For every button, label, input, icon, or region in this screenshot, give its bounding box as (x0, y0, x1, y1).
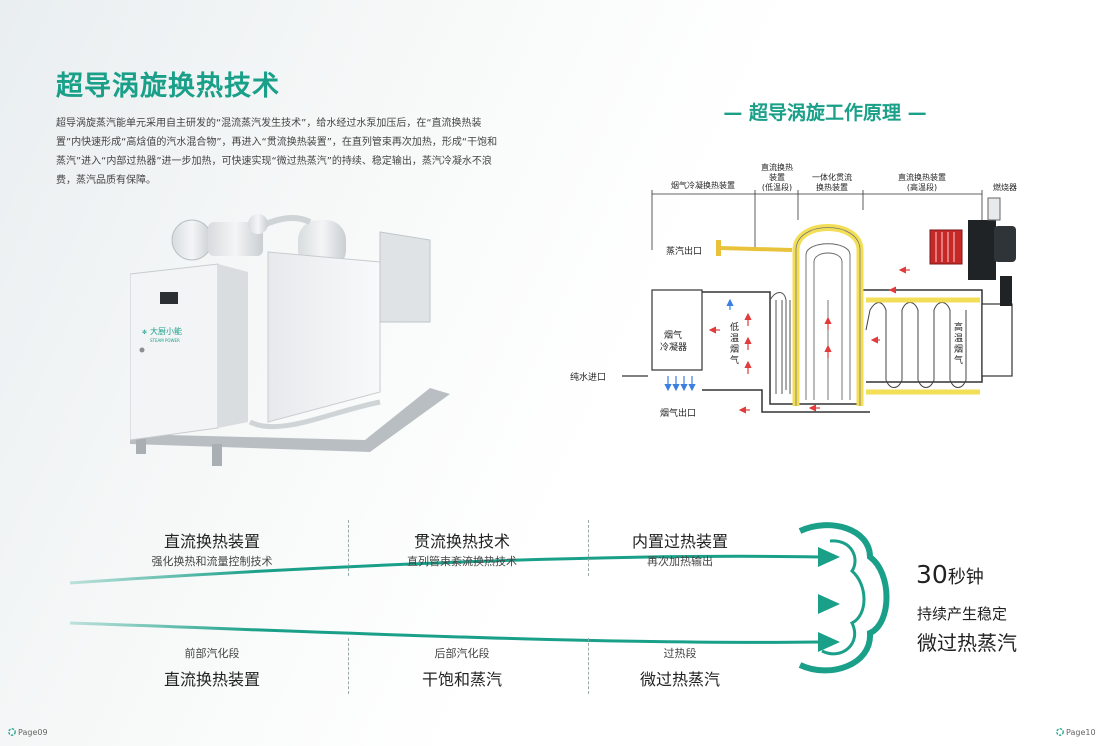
label-high-temp-2: (高温段) (907, 182, 937, 192)
process-flow-arrows (69, 522, 890, 674)
divider (588, 638, 589, 694)
label-burner: 燃烧器 (993, 182, 1017, 192)
stage-top-sub-3: 再次加热输出 (647, 555, 713, 568)
intro-paragraph: 超导涡旋蒸汽能单元采用自主研发的“混流蒸汽发生技术”，给水经过水泵加压后，在“直… (56, 118, 498, 186)
stage-bottom-title-3: 微过热蒸汽 (639, 670, 720, 689)
label-integrated-2: 换热装置 (816, 182, 848, 192)
stage-bottom-sub-1: 前部汽化段 (184, 647, 240, 660)
page-number-right: Page10 (1056, 728, 1096, 737)
stage-top-title-3: 内置过热装置 (631, 532, 728, 551)
working-principle-diagram: 烟气冷凝换热装置 直流换热 装置 (低温段) 一体化贯流 换热装置 直流换热装置… (570, 162, 1017, 419)
stage-top-sub-2: 直列管束紊流换热技术 (407, 555, 517, 568)
stage-top-sub-1: 强化换热和流量控制技术 (151, 555, 273, 568)
divider (588, 520, 589, 576)
label-steam-outlet: 蒸汽出口 (666, 245, 702, 257)
stage-bottom-title-1: 直流换热装置 (163, 670, 260, 689)
stage-bottom-title-2: 干饱和蒸汽 (421, 670, 502, 689)
label-low-temp-3: (低温段) (762, 182, 792, 192)
label-flue-condensing: 烟气冷凝换热装置 (671, 180, 735, 190)
result-time: 30秒钟 (916, 560, 984, 589)
label-low-temp-2: 装置 (769, 172, 785, 182)
label-low-temp-1: 直流换热 (761, 162, 793, 172)
low-temp-flue-label: 低 温 烟 气 (730, 321, 739, 366)
result-unit: 秒钟 (947, 567, 984, 588)
label-high-temp-1: 直流换热装置 (898, 172, 946, 182)
svg-text:烟: 烟 (954, 343, 963, 355)
svg-text:气: 气 (730, 354, 739, 366)
svg-text:大厨小能: 大厨小能 (150, 326, 182, 336)
label-condenser-2: 冷凝器 (660, 341, 687, 353)
diagram-title: — 超导涡旋工作原理 — (723, 102, 927, 124)
stage-top-title-1: 直流换热装置 (163, 532, 260, 551)
steam-generator-illustration: ✻ 大厨小能 STEAM POWER (130, 214, 450, 466)
svg-text:✻: ✻ (142, 329, 147, 336)
low-temp-tubes (769, 292, 797, 394)
label-integrated-1: 一体化贯流 (812, 172, 852, 182)
result-number: 30 (916, 560, 948, 589)
svg-text:烟: 烟 (730, 343, 739, 355)
high-temp-flue-label: 高 温 烟 气 (954, 321, 963, 366)
stage-bottom-sub-2: 后部汽化段 (434, 647, 490, 660)
svg-text:温: 温 (730, 333, 739, 344)
page-number-left: Page09 (8, 728, 48, 737)
stage-bottom-sub-3: 过热段 (663, 647, 697, 660)
stage-top-title-2: 贯流换热技术 (413, 532, 510, 551)
divider (348, 520, 349, 576)
label-water-inlet: 纯水进口 (570, 371, 606, 383)
svg-text:高: 高 (954, 321, 963, 333)
divider (348, 638, 349, 694)
svg-text:温: 温 (954, 333, 963, 344)
heat-flow-arrows (708, 266, 910, 414)
result-line-2: 持续产生稳定 (917, 605, 1008, 623)
svg-text:低: 低 (730, 321, 739, 333)
svg-text:STEAM POWER: STEAM POWER (150, 338, 180, 343)
page-logo-icon (1056, 728, 1064, 736)
flue-exit-arrows (664, 298, 734, 392)
page-logo-icon (8, 728, 16, 736)
label-condenser-1: 烟气 (664, 329, 682, 341)
page-title: 超导涡旋换热技术 (56, 71, 280, 102)
product-logo: ✻ 大厨小能 STEAM POWER (142, 326, 182, 343)
label-flue-outlet: 烟气出口 (660, 407, 696, 419)
result-line-3: 微过热蒸汽 (917, 631, 1017, 655)
svg-text:气: 气 (954, 354, 963, 366)
